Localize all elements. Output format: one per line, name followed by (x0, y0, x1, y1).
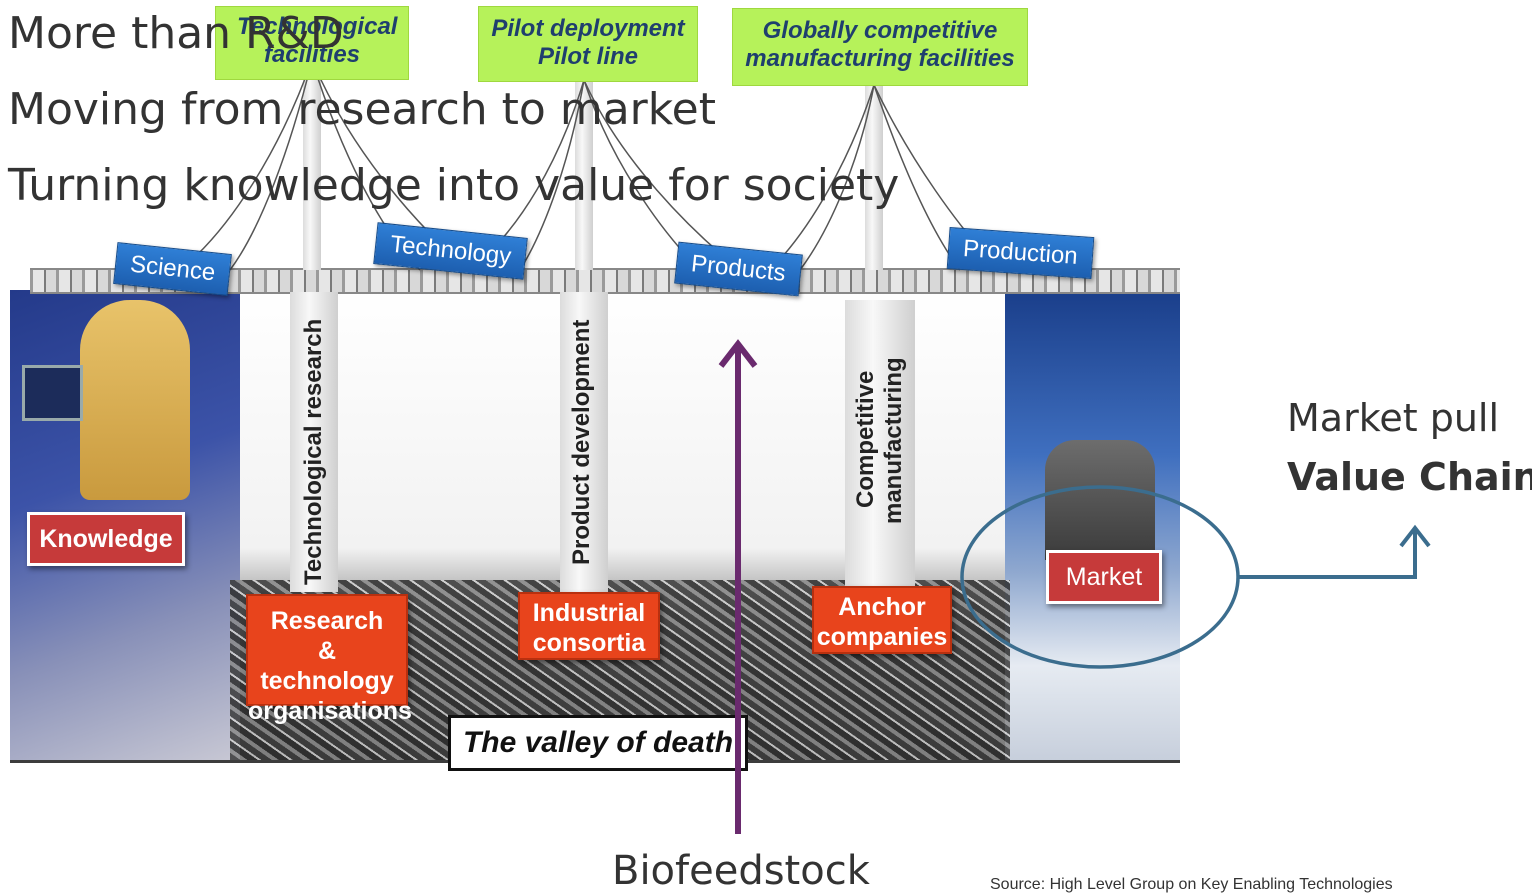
box-global-line1: Globally competitive (762, 17, 998, 44)
box-industrial-line2: consortia (532, 629, 646, 657)
pillar-product-dev (560, 292, 608, 592)
scientist-figure (80, 300, 190, 500)
box-rto-line2: & technology (260, 637, 394, 695)
market-pull-text: Market pull (1287, 396, 1500, 440)
tower-1 (303, 60, 321, 270)
box-tech-facilities: Technological facilities (215, 6, 409, 80)
box-industrial: Industrial consortia (518, 592, 660, 660)
box-pilot: Pilot deployment Pilot line (478, 6, 698, 82)
box-anchor-line2: companies (816, 623, 948, 651)
bullet-1: More than R&D (8, 8, 344, 59)
biofeedstock-arrow (718, 339, 758, 834)
box-knowledge: Knowledge (27, 512, 185, 566)
box-pilot-line2: Pilot line (537, 43, 638, 70)
bullet-3: Turning knowledge into value for society (8, 160, 900, 211)
pillar-competitive (845, 300, 915, 590)
box-pilot-line1: Pilot deployment (491, 15, 685, 42)
box-rto: Research & technology organisations (246, 594, 412, 725)
box-global: Globally competitive manufacturing facil… (732, 8, 1028, 86)
value-chain-text: Value Chain (1287, 455, 1532, 499)
businesspeople-figure (1045, 440, 1155, 560)
pillar-tech-research (290, 292, 338, 592)
bullet-2: Moving from research to market (8, 84, 716, 135)
biofeedstock-label: Biofeedstock (612, 848, 870, 894)
box-anchor: Anchor companies (812, 586, 952, 654)
box-global-line2: manufacturing facilities (745, 45, 1015, 72)
tower-3 (865, 85, 883, 270)
market-pull-arrow (1238, 524, 1431, 579)
box-tech-facilities-text: Technological facilities (237, 13, 398, 68)
source-note: Source: High Level Group on Key Enabling… (990, 876, 1393, 893)
box-anchor-line1: Anchor (838, 593, 926, 621)
box-market: Market (1046, 550, 1162, 604)
box-industrial-line1: Industrial (532, 599, 646, 627)
box-rto-line1: Research (270, 607, 384, 635)
monitor-figure (22, 365, 83, 421)
box-rto-line3: organisations (248, 697, 412, 725)
valley-label: The valley of death (448, 715, 748, 771)
market-ellipse (960, 485, 1240, 669)
tower-2 (575, 80, 593, 270)
